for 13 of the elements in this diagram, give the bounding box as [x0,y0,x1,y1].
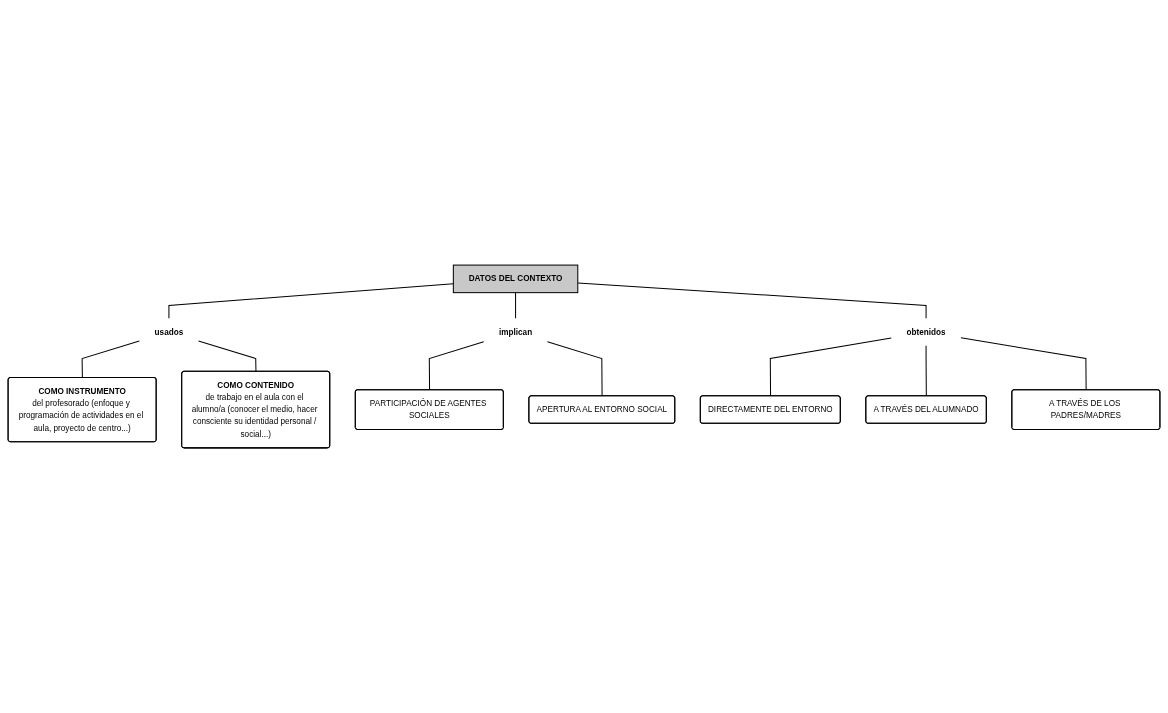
node-box: DATOS DEL CONTEXTO [452,264,579,294]
connector [577,282,927,319]
connector [168,283,454,319]
connector [769,337,892,397]
connector [428,341,485,391]
connector [515,292,517,319]
node-text: implican [499,327,533,337]
connector [925,345,927,397]
node-text: usados [154,327,184,337]
connector [960,337,1087,391]
connector [198,340,257,373]
connector [81,340,140,379]
node-text: obtenidos [906,327,946,337]
